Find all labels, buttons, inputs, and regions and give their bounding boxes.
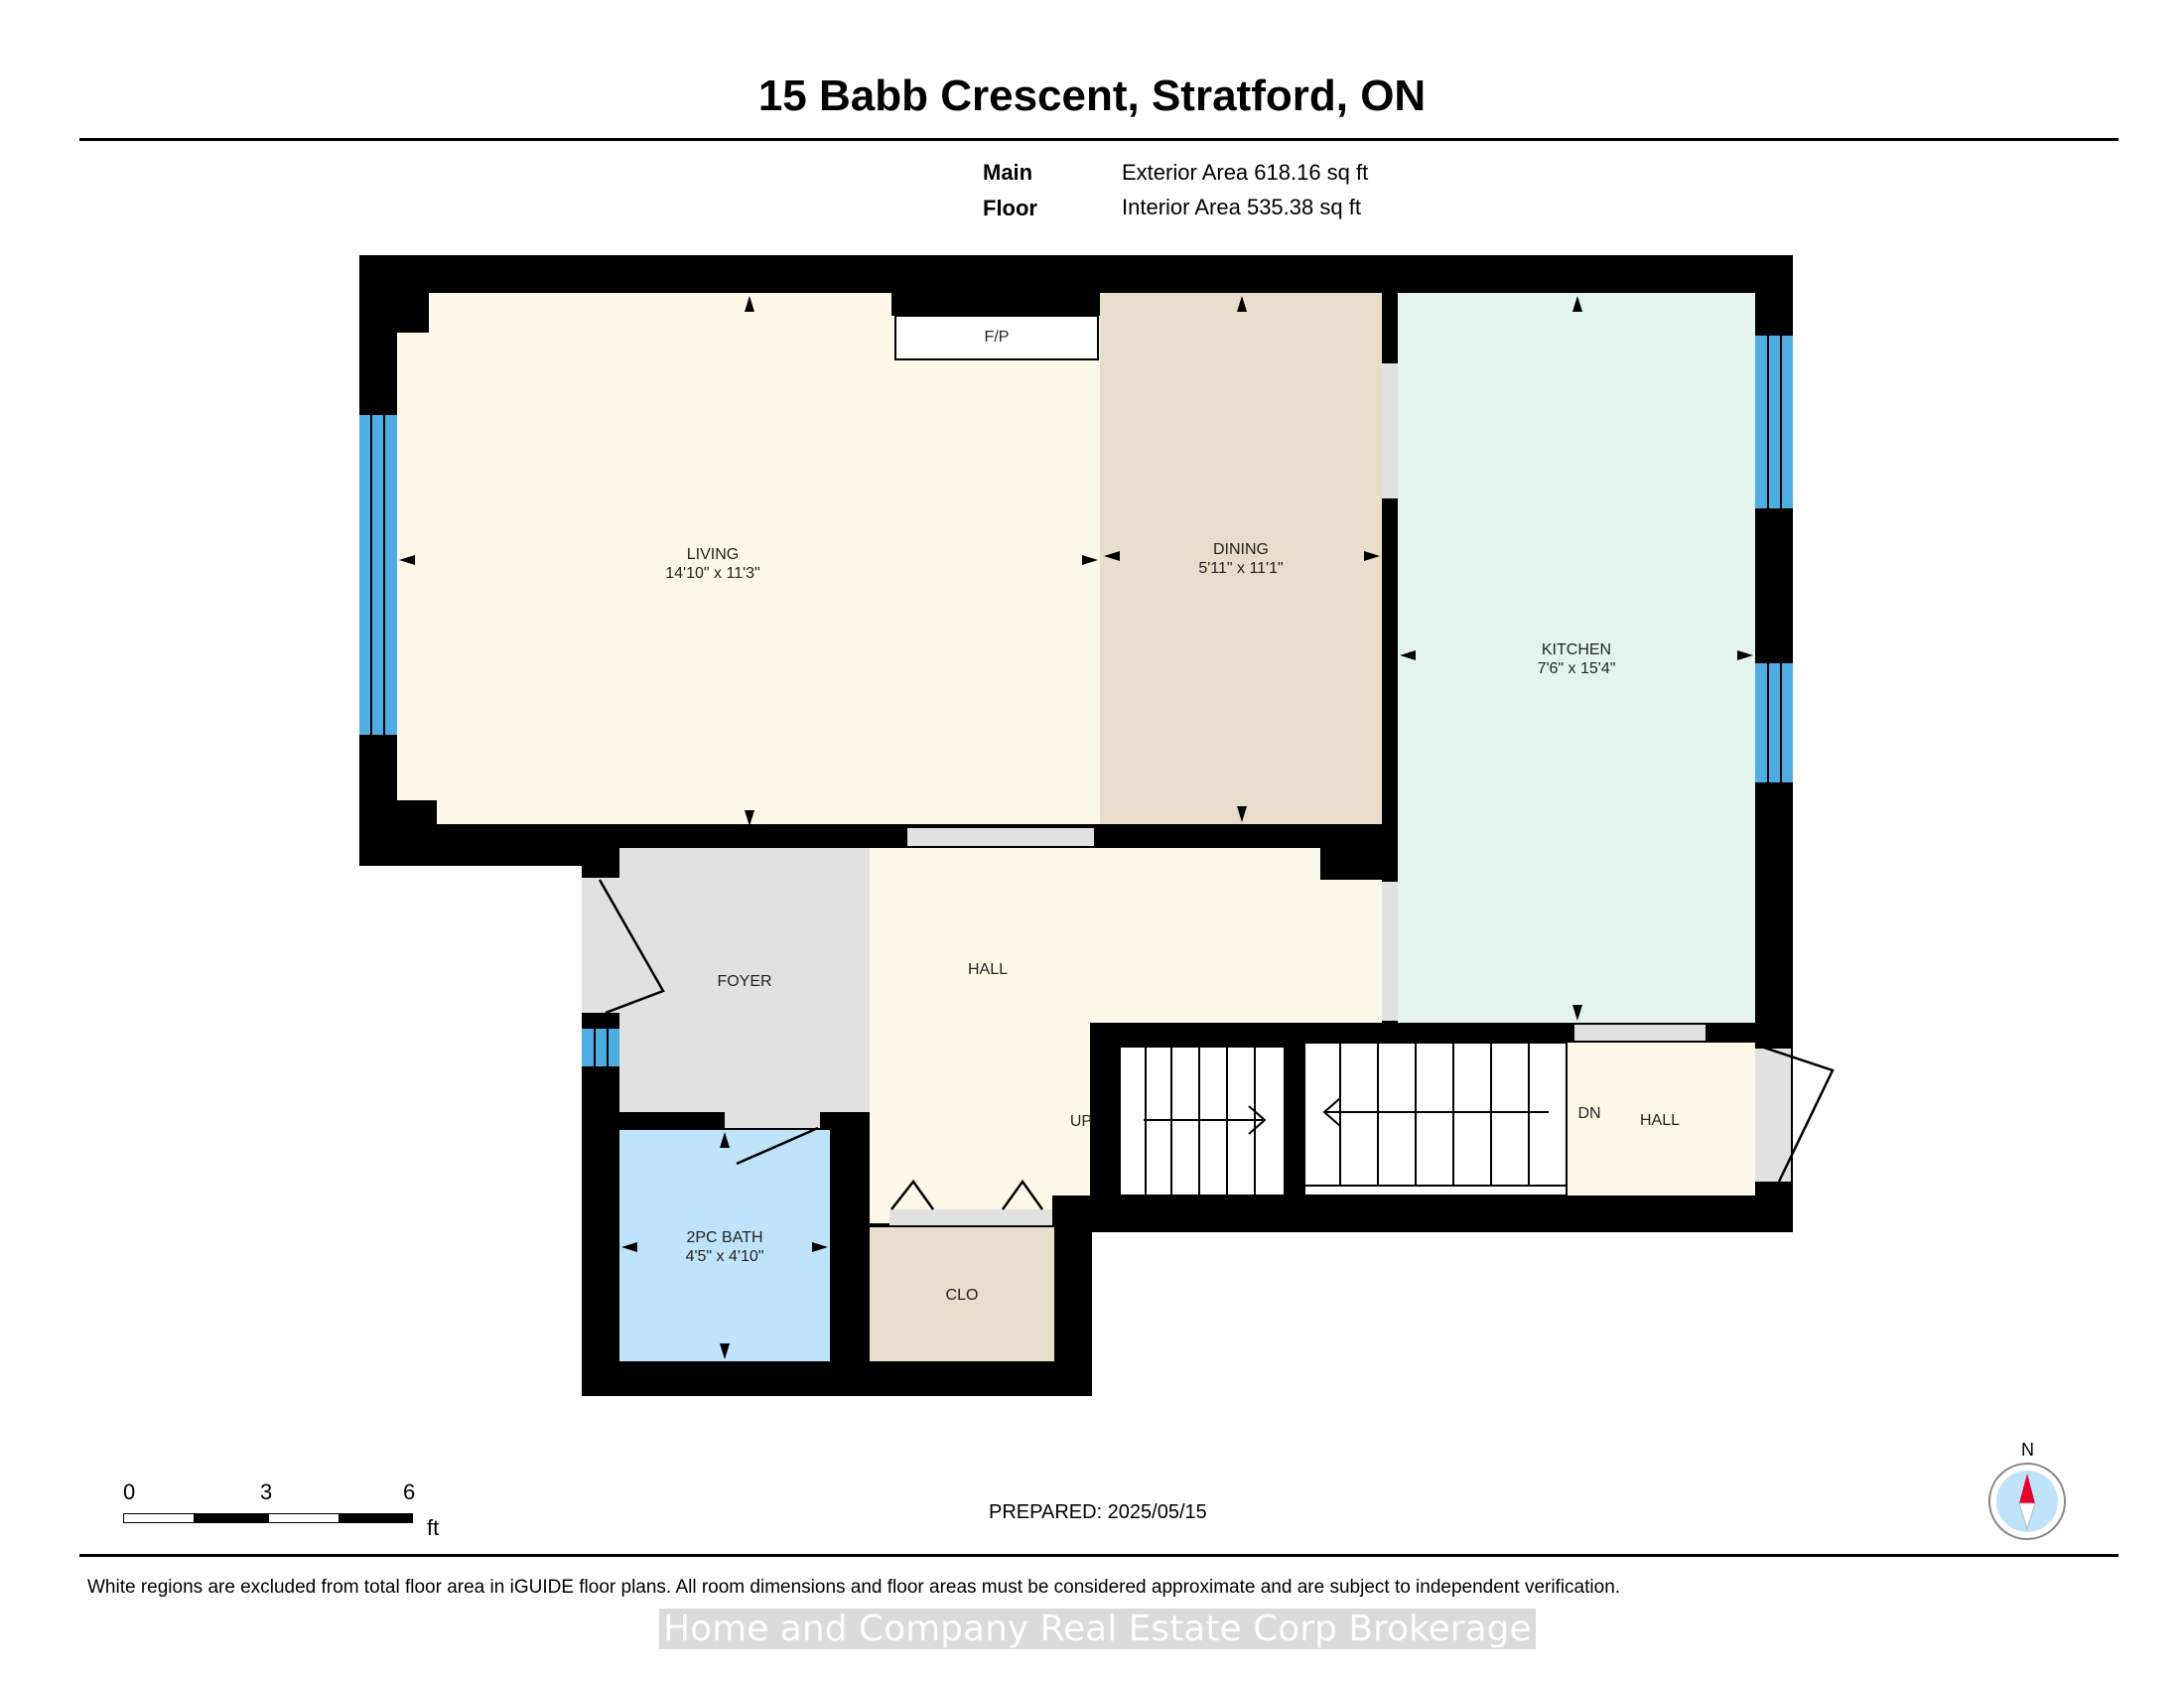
stairs-up bbox=[1119, 1046, 1286, 1196]
label-dining: DINING bbox=[1213, 541, 1269, 558]
room-hall-side bbox=[1567, 1043, 1755, 1196]
interior-area: Interior Area 535.38 sq ft bbox=[1122, 195, 1361, 219]
door-entry bbox=[598, 879, 665, 1015]
scale-label-3: 3 bbox=[260, 1479, 273, 1504]
window-kitchen-upper bbox=[1755, 336, 1793, 508]
door-side bbox=[1754, 1043, 1835, 1183]
room-living bbox=[397, 293, 1100, 824]
dims-bath: 4'5" x 4'10" bbox=[686, 1248, 764, 1265]
label-closet: CLO bbox=[946, 1287, 979, 1304]
label-fireplace: F/P bbox=[985, 329, 1010, 346]
scale-segment-3 bbox=[268, 1513, 340, 1523]
window-foyer bbox=[582, 1029, 619, 1066]
scale-segment-4 bbox=[340, 1513, 413, 1523]
window-kitchen-lower bbox=[1755, 663, 1793, 782]
door-closet-left bbox=[890, 1179, 935, 1210]
dims-living: 14'10" x 11'3" bbox=[665, 565, 759, 582]
dims-kitchen: 7'6" x 15'4" bbox=[1538, 660, 1616, 677]
scale-bar: 0 3 6 ft bbox=[123, 1479, 441, 1540]
scale-unit: ft bbox=[427, 1515, 440, 1540]
scale-label-6: 6 bbox=[403, 1479, 416, 1504]
fireplace bbox=[893, 296, 1099, 360]
brokerage-watermark: Home and Company Real Estate Corp Broker… bbox=[659, 1609, 1536, 1649]
label-bath: 2PC BATH bbox=[686, 1229, 762, 1246]
label-stairs-down: DN bbox=[1577, 1105, 1600, 1122]
label-hall-main: HALL bbox=[968, 961, 1008, 978]
page-title: 15 Babb Crescent, Stratford, ON bbox=[757, 71, 1427, 120]
room-hall-main bbox=[870, 848, 1382, 1223]
header-divider bbox=[79, 138, 2118, 141]
label-living: LIVING bbox=[687, 546, 739, 563]
label-hall-side: HALL bbox=[1640, 1112, 1680, 1129]
exterior-area: Exterior Area 618.16 sq ft bbox=[1122, 160, 1369, 185]
label-foyer: FOYER bbox=[717, 973, 771, 990]
scale-segment-1 bbox=[123, 1513, 195, 1523]
windows bbox=[359, 336, 1793, 1066]
disclaimer-text: White regions are excluded from total fl… bbox=[87, 1577, 1621, 1598]
compass-rose bbox=[1988, 1463, 2066, 1540]
scale-label-0: 0 bbox=[123, 1479, 136, 1504]
compass-icon: N bbox=[1987, 1440, 2071, 1540]
stairs-down bbox=[1303, 1042, 1568, 1196]
room-bath bbox=[619, 1130, 830, 1361]
door-closet-right bbox=[1001, 1179, 1044, 1210]
scale-segment-2 bbox=[195, 1513, 268, 1523]
doors bbox=[598, 879, 1835, 1210]
openings bbox=[582, 363, 1791, 1225]
room-foyer bbox=[619, 848, 870, 1112]
door-bath bbox=[736, 1126, 819, 1166]
footer-divider bbox=[79, 1554, 2118, 1557]
prepared-date: PREPARED: 2025/05/15 bbox=[989, 1501, 1207, 1523]
floor-name: Main Floor bbox=[983, 160, 1037, 220]
room-kitchen bbox=[1398, 293, 1755, 1023]
room-labels: LIVING 14'10" x 11'3" DINING 5'11" x 11'… bbox=[665, 329, 1680, 1304]
room-dining bbox=[1100, 293, 1382, 824]
label-kitchen: KITCHEN bbox=[1542, 641, 1611, 658]
dims-dining: 5'11" x 11'1" bbox=[1198, 560, 1283, 577]
dimension-arrows bbox=[399, 296, 1753, 1359]
room-closet bbox=[870, 1227, 1054, 1361]
compass-north-label: N bbox=[2021, 1440, 2034, 1460]
window-living bbox=[359, 415, 397, 735]
label-stairs-up: UP bbox=[1070, 1113, 1092, 1130]
